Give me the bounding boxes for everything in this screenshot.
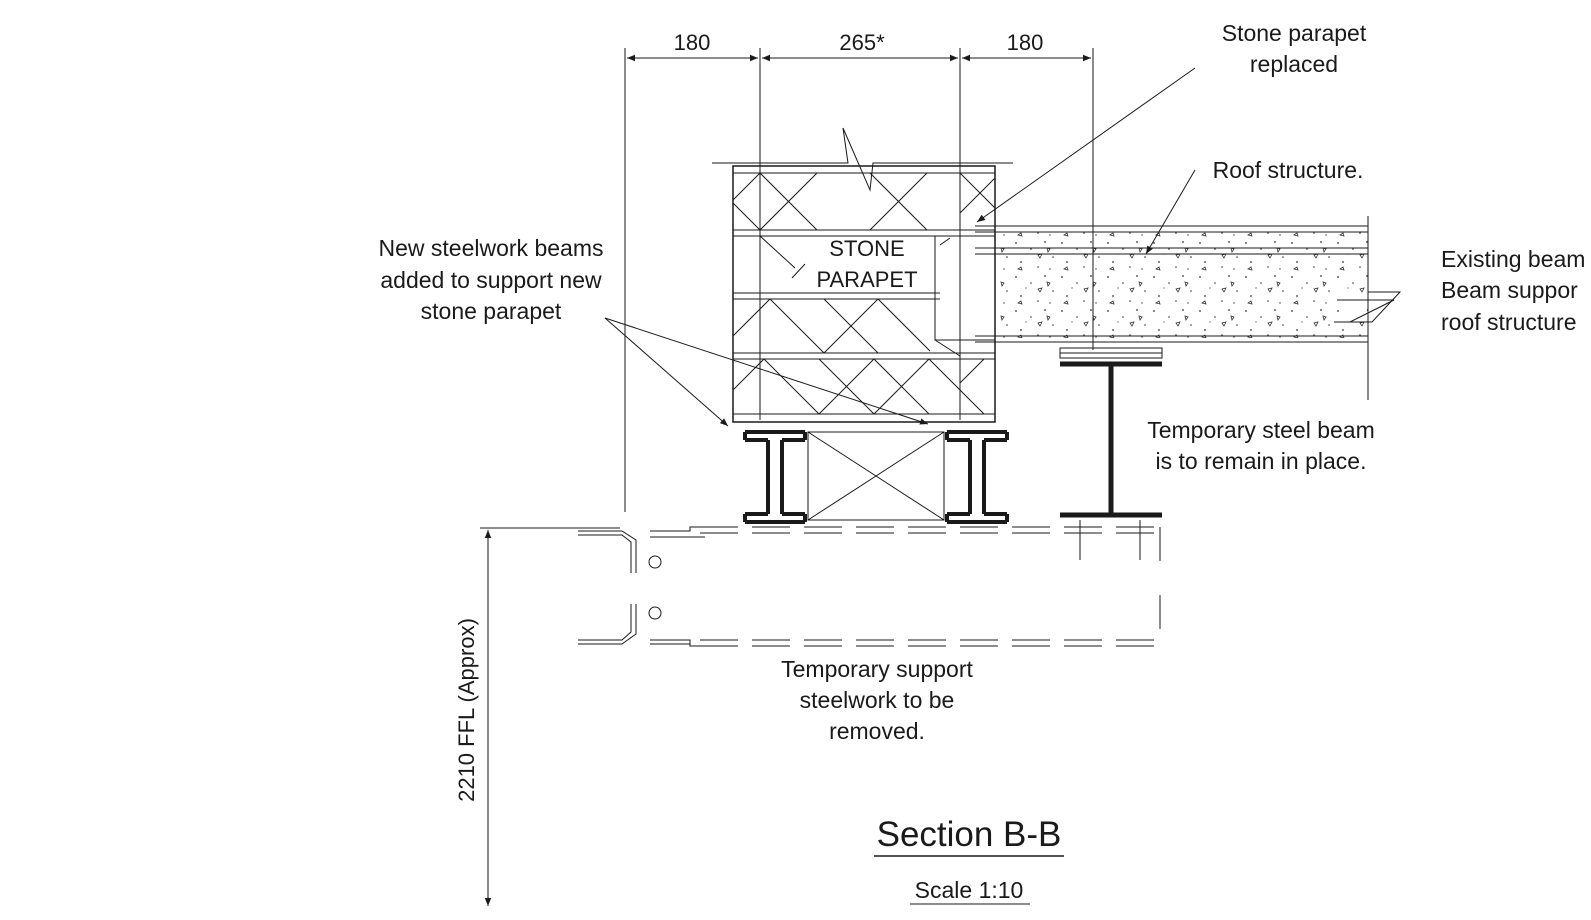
dimension-middle-value: 265*	[839, 30, 885, 55]
drawing-title: Section B-B Scale 1:10	[874, 815, 1064, 905]
leader-new-steel-right	[604, 317, 929, 425]
notch-outline	[934, 236, 995, 341]
label-new-steelwork-3: stone parapet	[421, 298, 562, 324]
top-dimensions: 180 265* 180	[624, 30, 1094, 512]
scale-label: Scale 1:10	[915, 877, 1024, 903]
leader-lines	[604, 67, 1196, 427]
parapet-label-line1: STONE	[829, 236, 904, 261]
label-temporary-beam-2: is to remain in place.	[1156, 448, 1367, 474]
new-steel-beam-left	[743, 430, 807, 524]
label-roof-structure: Roof structure.	[1213, 157, 1364, 183]
label-stone-parapet-replaced-1: Stone parapet	[1222, 20, 1367, 46]
packing-block	[807, 431, 945, 521]
parapet-label-line2: PARAPET	[816, 267, 917, 292]
label-temporary-support-1: Temporary support	[781, 656, 973, 682]
roof-break-symbol	[1338, 291, 1402, 323]
label-existing-beam-1: Existing beam	[1441, 246, 1585, 272]
leader-roof-structure	[1145, 169, 1196, 255]
dimension-right-value: 180	[1007, 30, 1044, 55]
concrete-infill	[1000, 232, 1368, 338]
label-existing-beam-3: roof structure	[1441, 309, 1577, 335]
label-temporary-beam-1: Temporary steel beam	[1147, 417, 1375, 443]
stone-parapet: STONE PARAPET	[712, 127, 1013, 423]
label-existing-beam-2: Beam suppor	[1441, 277, 1578, 303]
roof-structure	[975, 216, 1402, 400]
label-temporary-support-3: removed.	[829, 718, 925, 744]
temporary-steel-beam	[1059, 347, 1163, 518]
label-new-steelwork-2: added to support new	[380, 267, 602, 293]
bolt-hole	[648, 606, 662, 620]
annotations: Stone parapet replaced Roof structure. N…	[379, 20, 1586, 744]
bolt-hole	[648, 555, 662, 569]
height-dimension-label: 2210 FFL (Approx)	[454, 618, 479, 802]
height-dimension: 2210 FFL (Approx)	[454, 527, 620, 906]
break-line	[712, 127, 1013, 192]
dimension-left-value: 180	[674, 30, 711, 55]
section-title: Section B-B	[877, 815, 1062, 854]
temporary-support-steelwork	[578, 520, 1161, 647]
parapet-outline	[732, 165, 996, 423]
new-steel-beam-right	[945, 430, 1009, 524]
leader-stone-parapet	[976, 67, 1196, 223]
label-stone-parapet-replaced-2: replaced	[1250, 51, 1338, 77]
label-new-steelwork-1: New steelwork beams	[379, 235, 604, 261]
label-temporary-support-2: steelwork to be	[800, 687, 955, 713]
parapet-hatching	[732, 172, 996, 415]
leader-new-steel-left	[604, 317, 729, 427]
